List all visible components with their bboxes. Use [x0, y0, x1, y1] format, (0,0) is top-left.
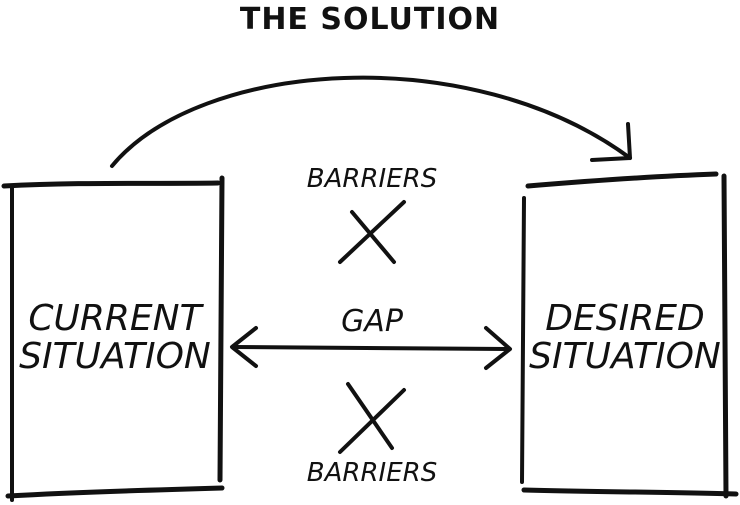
- diagram-title: THE SOLUTION: [239, 2, 501, 37]
- barriers-bottom-label: BARRIERS: [306, 458, 438, 488]
- desired-label-line1: DESIRED: [545, 298, 705, 339]
- solution-arc-arrow: [110, 75, 632, 168]
- current-label-line1: CURRENT: [28, 298, 202, 339]
- desired-label-line2: SITUATION: [529, 335, 721, 377]
- gap-double-arrow: [230, 326, 512, 370]
- desired-situation-box: [520, 171, 739, 499]
- desired-situation-label: DESIRED SITUATION: [520, 300, 730, 376]
- barrier-bottom-x-icon: [338, 382, 406, 454]
- barrier-top-x-icon: [338, 200, 406, 264]
- current-situation-box: [1, 175, 225, 502]
- barriers-top-label: BARRIERS: [306, 164, 438, 194]
- current-situation-label: CURRENT SITUATION: [10, 300, 220, 376]
- current-label-line2: SITUATION: [19, 335, 211, 377]
- gap-label: GAP: [341, 304, 403, 339]
- solution-arrowhead: [590, 122, 632, 162]
